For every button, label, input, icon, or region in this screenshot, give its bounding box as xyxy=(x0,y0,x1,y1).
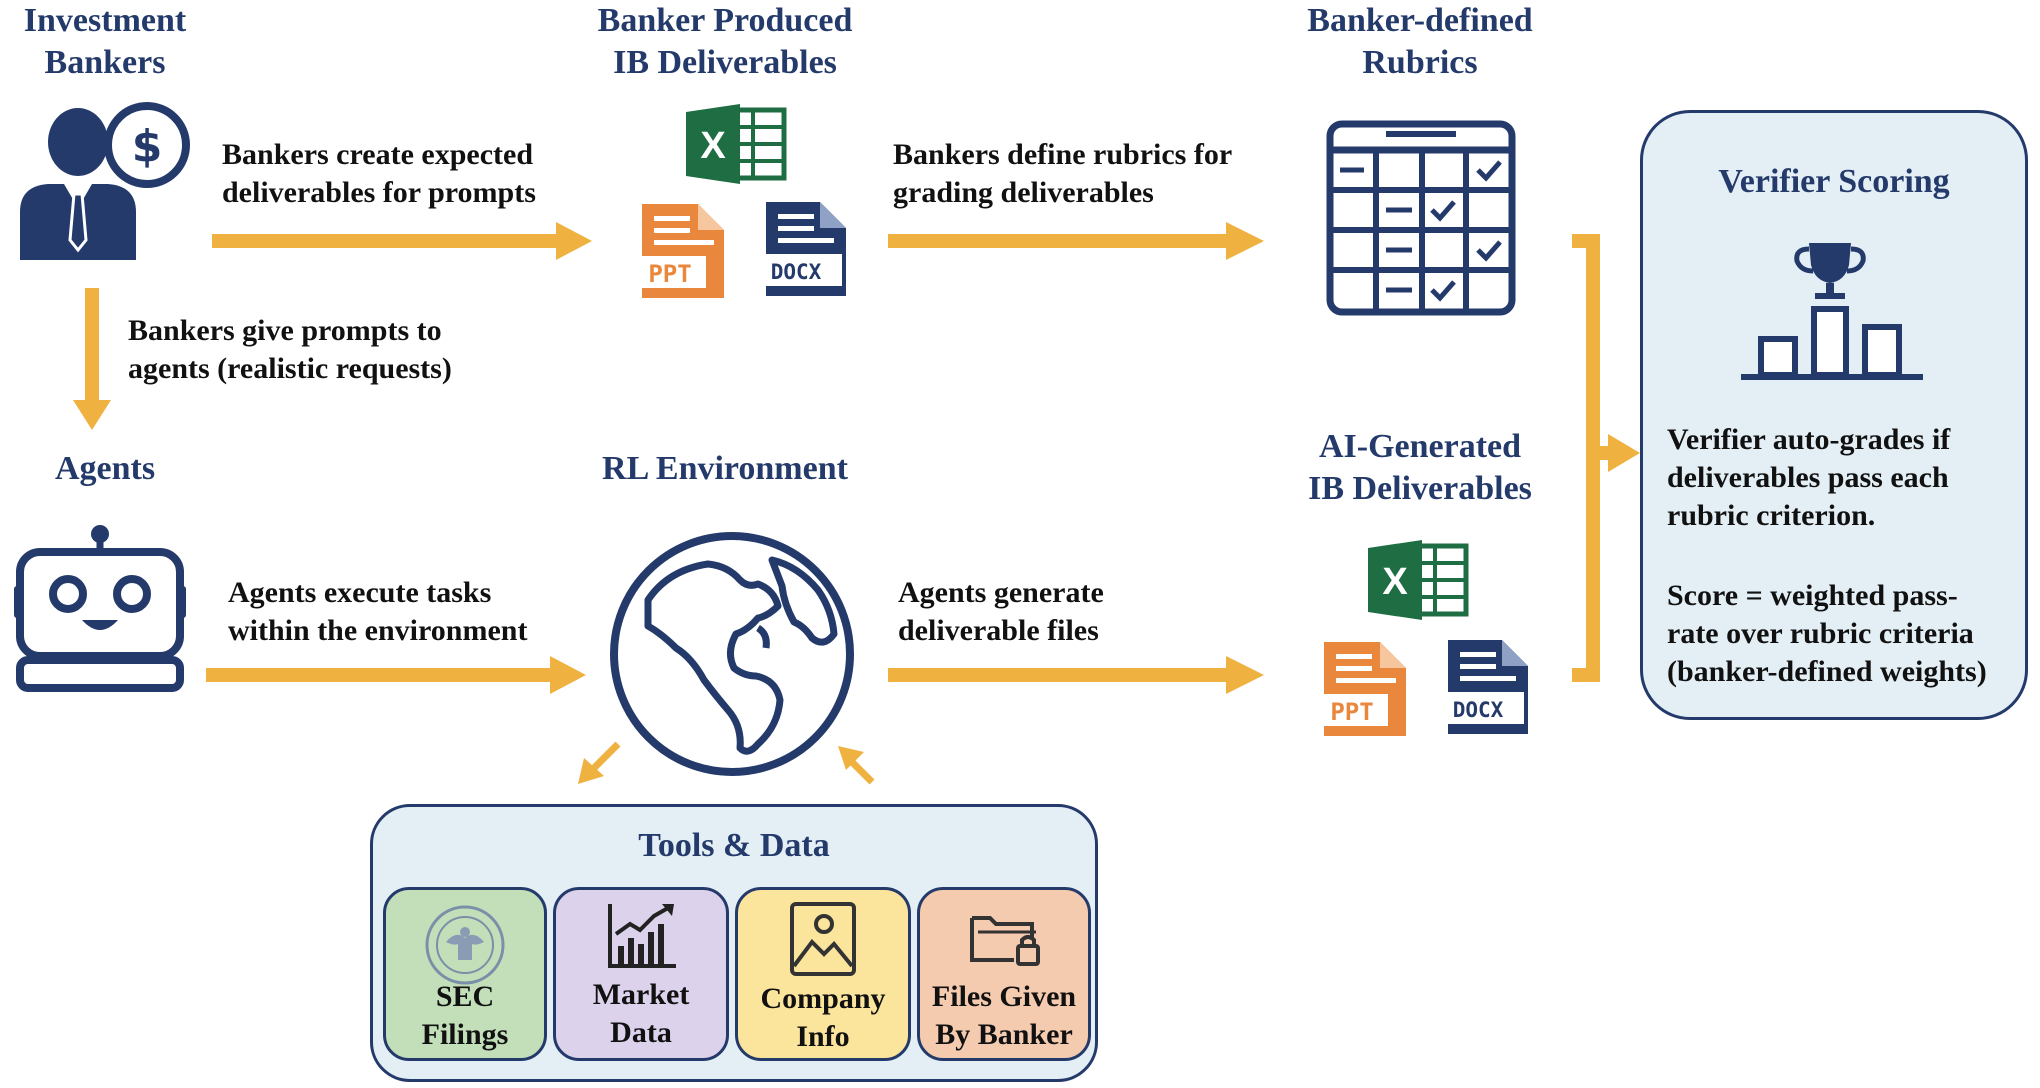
tool-label: Company Info xyxy=(760,982,886,1053)
tool-files-given-by-banker: Files Given By Banker xyxy=(917,887,1091,1061)
ai-file-icons: X PPT DOCX xyxy=(1312,540,1542,740)
ppt-icon: PPT xyxy=(1316,642,1406,736)
image-file-icon xyxy=(790,902,856,976)
investment-bankers-title: Investment Bankers xyxy=(23,2,187,81)
docx-icon: DOCX xyxy=(1432,640,1528,734)
tool-label: SEC Filings xyxy=(421,980,509,1051)
arrow-deliverables-to-rubrics xyxy=(888,222,1264,260)
label-bankers-define: Bankers define rubrics for grading deliv… xyxy=(893,138,1233,209)
svg-text:X: X xyxy=(700,125,726,167)
svg-text:DOCX: DOCX xyxy=(771,260,822,284)
label-bankers-give: Bankers give prompts to agents (realisti… xyxy=(128,314,452,385)
tools-data-panel: Tools & Data SEC Filings Market Data xyxy=(370,804,1098,1082)
ai-deliverables-title: AI-Generated IB Deliverables xyxy=(1308,428,1532,507)
verifier-description: Verifier auto-grades if deliverables pas… xyxy=(1667,423,1951,532)
label-bankers-create: Bankers create expected deliverables for… xyxy=(222,138,536,209)
tool-label: Files Given By Banker xyxy=(931,980,1077,1051)
rl-environment-title: RL Environment xyxy=(602,450,848,487)
arrow-tools-to-environment xyxy=(838,746,875,785)
tool-sec-filings: SEC Filings xyxy=(383,887,547,1061)
svg-text:X: X xyxy=(1382,561,1408,603)
arrow-agents-to-environment xyxy=(206,656,586,694)
label-agents-generate: Agents generate deliverable files xyxy=(898,576,1104,647)
tools-data-title: Tools & Data xyxy=(638,827,830,864)
arrow-bankers-to-agents xyxy=(73,288,111,430)
label-agents-execute: Agents execute tasks within the environm… xyxy=(228,576,528,647)
ppt-icon: PPT xyxy=(634,204,724,298)
tool-company-info: Company Info xyxy=(735,887,911,1061)
locked-folder-icon xyxy=(970,916,1040,966)
robot-icon xyxy=(14,525,186,692)
docx-icon: DOCX xyxy=(750,202,846,296)
globe-icon xyxy=(610,532,854,776)
agents-title: Agents xyxy=(54,450,156,487)
bracket-arrow-to-verifier xyxy=(1572,234,1640,682)
rubrics-title: Banker-defined Rubrics xyxy=(1307,2,1533,81)
banker-file-icons: X PPT DOCX xyxy=(630,104,846,304)
tool-label: Market Data xyxy=(592,978,690,1049)
arrow-bankers-to-deliverables xyxy=(212,222,592,260)
excel-icon: X xyxy=(1368,540,1469,620)
svg-text:DOCX: DOCX xyxy=(1453,698,1504,722)
banker-icon: $ xyxy=(20,102,190,260)
rubric-table-icon xyxy=(1326,120,1516,316)
banker-deliverables-title: Banker Produced IB Deliverables xyxy=(597,2,853,81)
tool-market-data: Market Data xyxy=(553,887,729,1061)
arrow-environment-to-ai-deliverables xyxy=(888,656,1264,694)
trophy-chart-icon xyxy=(1741,243,1923,380)
svg-text:PPT: PPT xyxy=(1330,698,1373,726)
verifier-panel: Verifier Scoring Verifier auto-grades if… xyxy=(1640,110,2028,720)
svg-text:$: $ xyxy=(132,121,163,172)
stock-chart-icon xyxy=(608,904,676,968)
sec-seal-icon xyxy=(425,905,505,985)
svg-text:PPT: PPT xyxy=(648,260,691,288)
arrow-environment-to-tools xyxy=(578,741,621,784)
excel-icon: X xyxy=(686,104,787,184)
verifier-score-formula: Score = weighted pass- rate over rubric … xyxy=(1667,579,1987,688)
verifier-title: Verifier Scoring xyxy=(1718,163,1950,200)
